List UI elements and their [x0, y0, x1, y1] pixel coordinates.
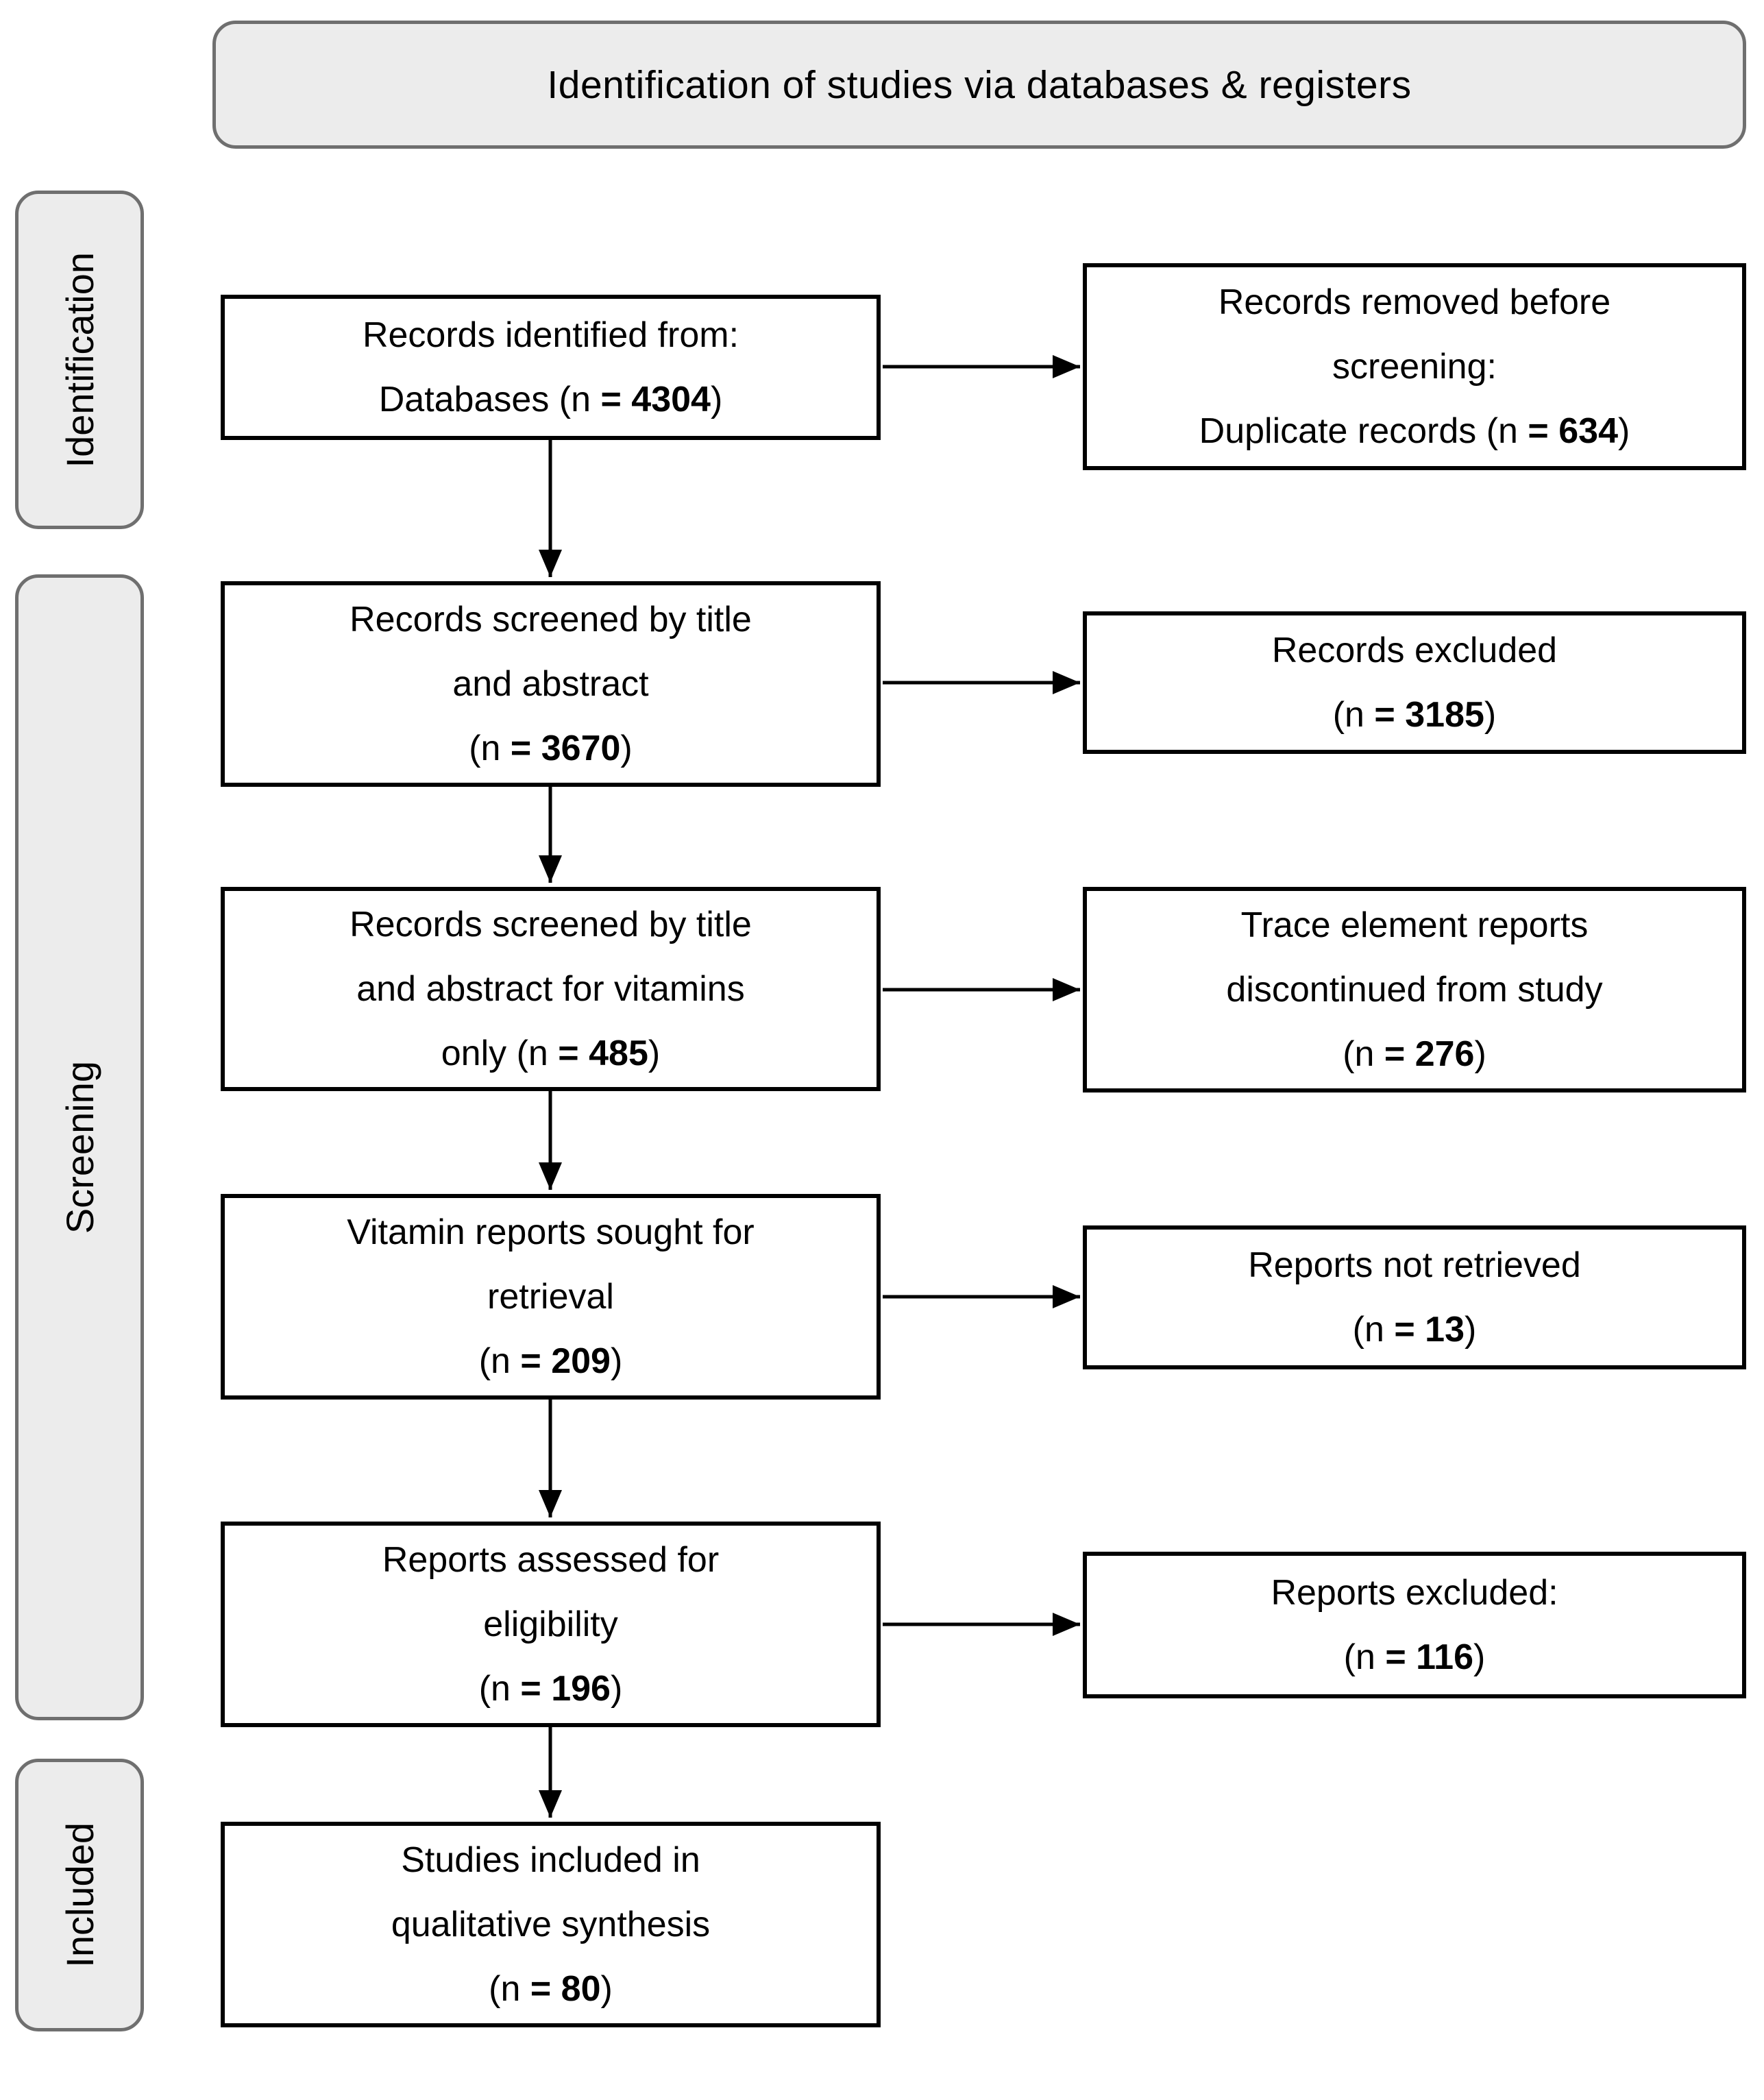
box-records-screened-vitamins-text: Records screened by title and abstract f…	[350, 905, 752, 1073]
stage-banner-included: Included	[15, 1759, 144, 2031]
stage-label-screening: Screening	[58, 1060, 101, 1234]
stage-banner-identification: Identification	[15, 191, 144, 529]
n-value: = 196	[520, 1669, 611, 1709]
stage-banner-screening: Screening	[15, 574, 144, 1720]
box-reports-assessed-text: Reports assessed for eligibility (n = 19…	[382, 1540, 720, 1709]
n-value: = 634	[1528, 411, 1618, 451]
box-records-screened: Records screened by title and abstract (…	[221, 581, 881, 787]
box-records-identified: Records identified from: Databases (n = …	[221, 295, 881, 440]
box-studies-included: Studies included in qualitative synthesi…	[221, 1822, 881, 2027]
box-reports-not-retrieved: Reports not retrieved (n = 13)	[1083, 1225, 1746, 1369]
box-records-removed-text: Records removed before screening: Duplic…	[1199, 282, 1630, 451]
box-trace-element-discontinued-text: Trace element reports discontinued from …	[1226, 905, 1603, 1074]
box-records-removed: Records removed before screening: Duplic…	[1083, 263, 1746, 470]
box-studies-included-text: Studies included in qualitative synthesi…	[391, 1840, 711, 2009]
box-records-excluded-text: Records excluded (n = 3185)	[1271, 631, 1558, 735]
box-reports-assessed: Reports assessed for eligibility (n = 19…	[221, 1522, 881, 1727]
box-reports-sought: Vitamin reports sought for retrieval (n …	[221, 1194, 881, 1400]
box-records-screened-text: Records screened by title and abstract (…	[350, 600, 752, 768]
box-trace-element-discontinued: Trace element reports discontinued from …	[1083, 887, 1746, 1092]
box-records-screened-vitamins: Records screened by title and abstract f…	[221, 887, 881, 1091]
box-records-excluded: Records excluded (n = 3185)	[1083, 611, 1746, 754]
n-value: = 116	[1385, 1637, 1474, 1677]
box-reports-sought-text: Vitamin reports sought for retrieval (n …	[347, 1212, 755, 1381]
n-value: = 80	[530, 1969, 601, 2009]
box-records-identified-text: Records identified from: Databases (n = …	[362, 315, 739, 419]
n-value: = 4304	[600, 380, 711, 419]
diagram-title: Identification of studies via databases …	[547, 62, 1412, 107]
header-banner: Identification of studies via databases …	[212, 21, 1746, 149]
box-reports-not-retrieved-text: Reports not retrieved (n = 13)	[1248, 1245, 1581, 1350]
n-value: = 209	[520, 1341, 611, 1381]
box-reports-excluded-text: Reports excluded: (n = 116)	[1271, 1573, 1558, 1677]
stage-label-identification: Identification	[58, 252, 101, 468]
box-reports-excluded: Reports excluded: (n = 116)	[1083, 1552, 1746, 1698]
n-value: = 3670	[510, 729, 621, 768]
n-value: = 485	[558, 1034, 648, 1073]
n-value: = 13	[1394, 1310, 1465, 1350]
stage-label-included: Included	[58, 1822, 101, 1968]
n-value: = 276	[1384, 1034, 1475, 1074]
n-value: = 3185	[1374, 695, 1484, 735]
